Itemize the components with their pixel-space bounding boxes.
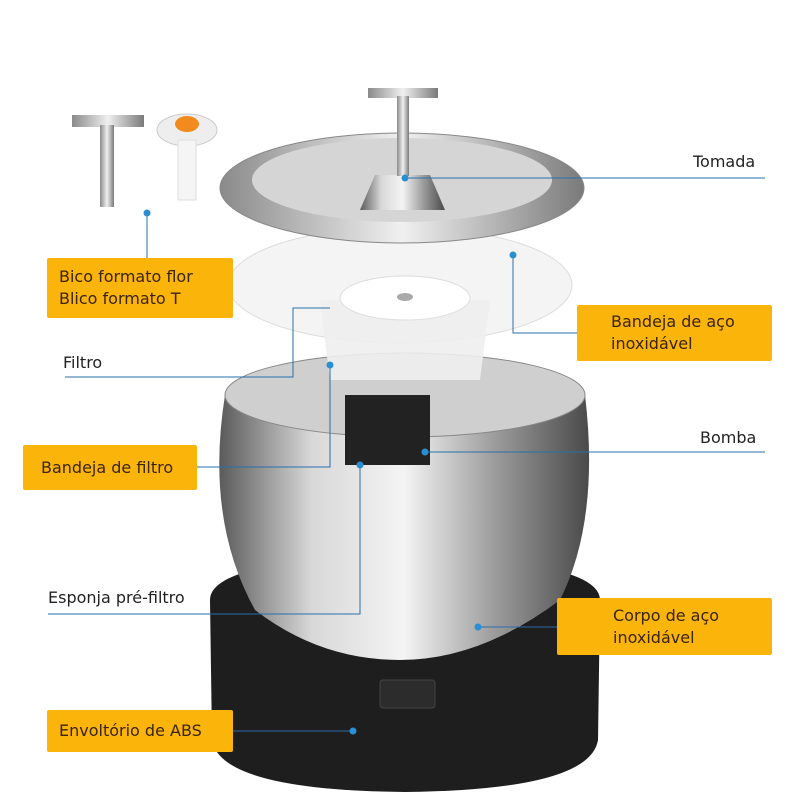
label-bandeja-aco: Bandeja de aço inoxidável <box>577 305 772 361</box>
label-bico: Bico formato flor Blico formato T <box>47 258 233 318</box>
label-envoltorio-text: Envoltório de ABS <box>59 721 202 740</box>
label-esponja: Esponja pré-filtro <box>48 588 185 607</box>
steel-body <box>219 352 590 660</box>
label-corpo: Corpo de aço inoxidável <box>557 598 772 655</box>
steel-tray <box>219 88 585 244</box>
label-bico-t: Blico formato T <box>59 289 181 308</box>
label-bico-flor: Bico formato flor <box>59 267 193 286</box>
t-nozzle-icon <box>72 115 144 207</box>
label-envoltorio: Envoltório de ABS <box>47 710 233 752</box>
label-corpo-line1: Corpo de aço <box>613 605 720 625</box>
label-bandeja-aco-line2: inoxidável <box>611 334 693 353</box>
label-corpo-line2: inoxidável <box>613 627 695 647</box>
leader-dots <box>143 174 517 735</box>
label-bomba: Bomba <box>700 428 757 447</box>
label-tomada: Tomada <box>693 152 756 171</box>
label-bandeja-aco-line1: Bandeja de aço <box>611 312 735 331</box>
leader-lines <box>48 177 765 732</box>
label-bandeja-filtro-text: Bandeja de filtro <box>41 457 174 477</box>
label-filtro: Filtro <box>63 353 103 372</box>
flower-nozzle-icon <box>156 113 218 201</box>
filter-tray <box>227 226 573 380</box>
label-bandeja-filtro: Bandeja de filtro <box>23 445 197 490</box>
